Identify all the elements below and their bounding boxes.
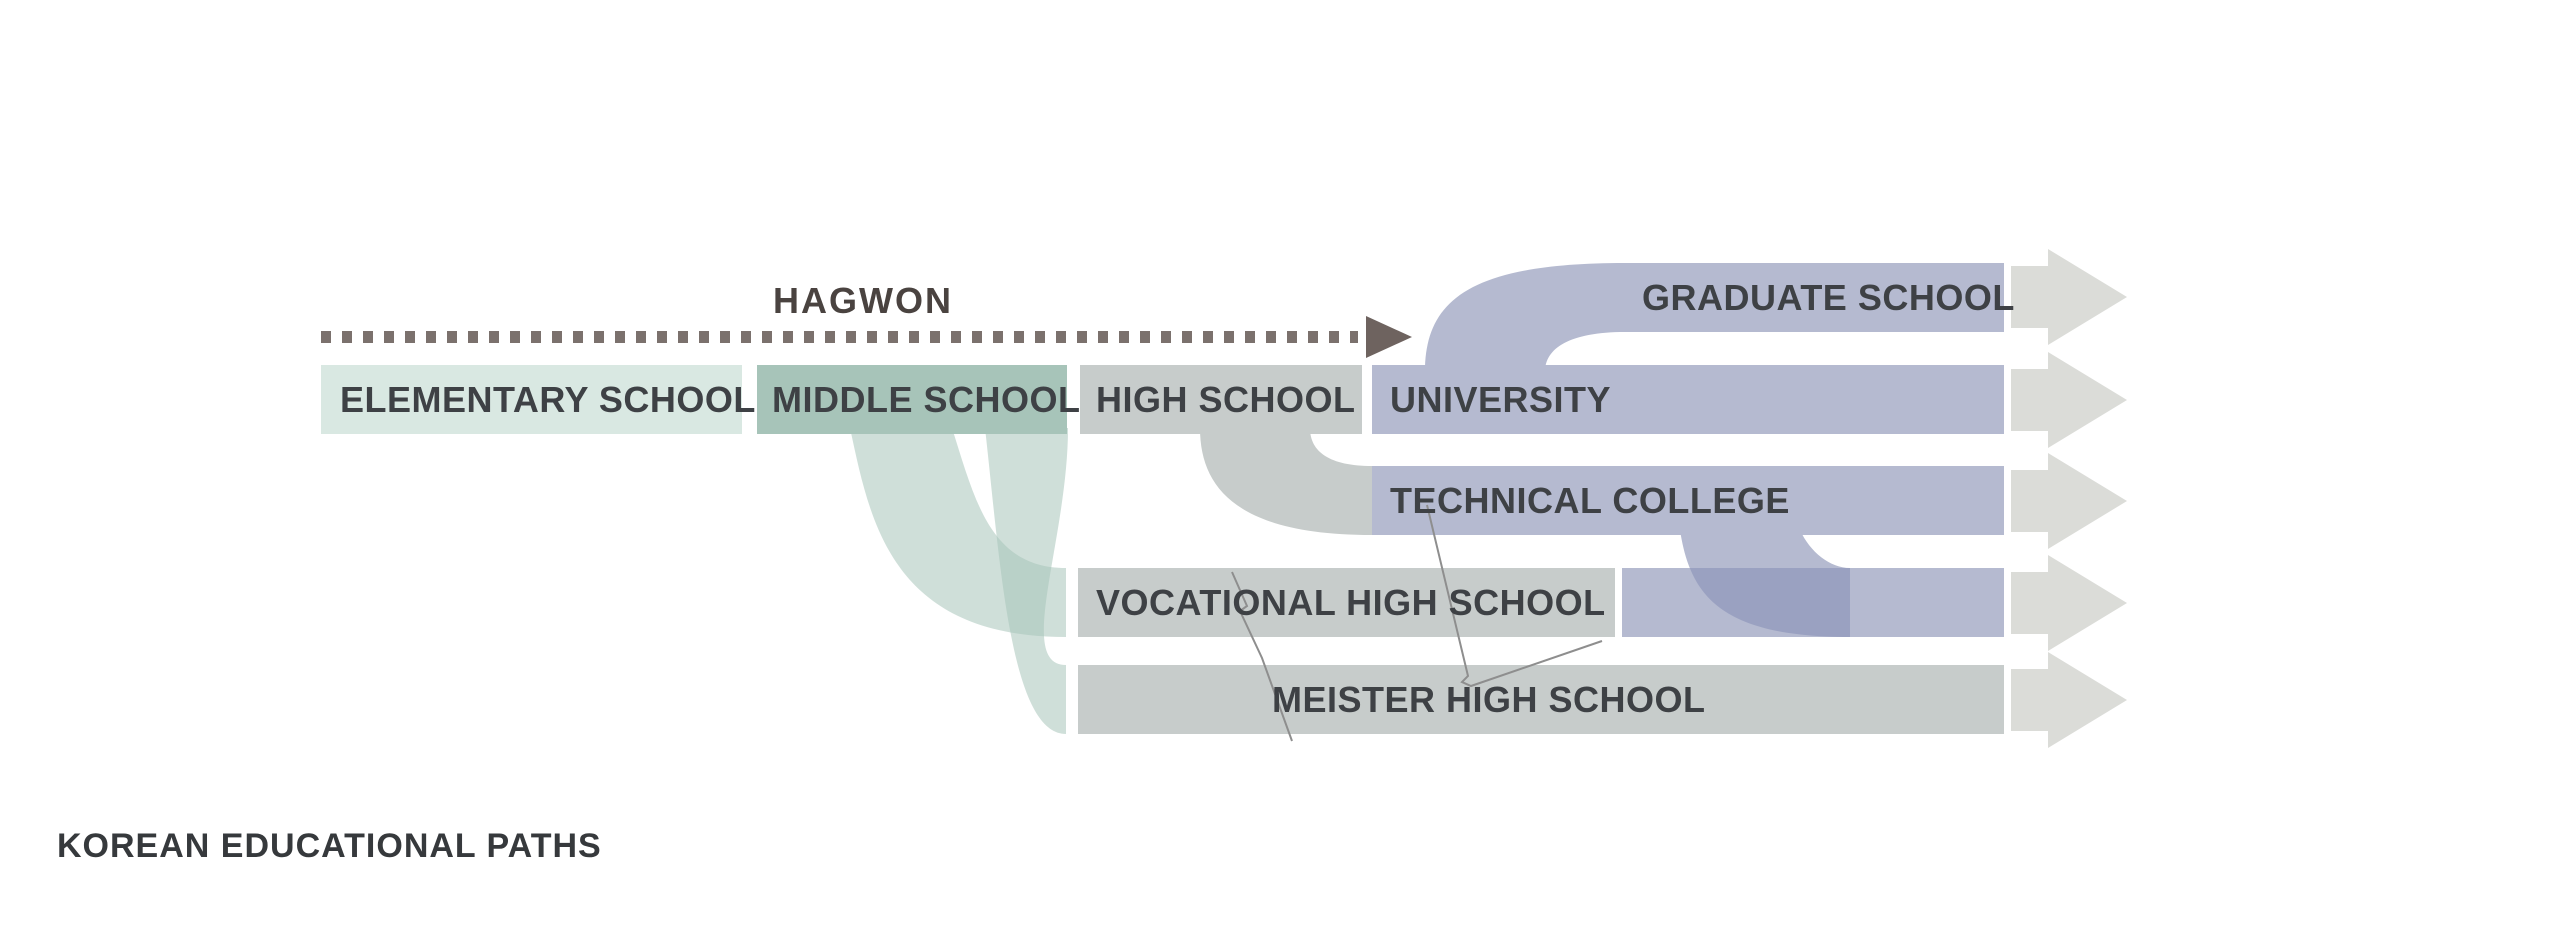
flow-university-to-graduate bbox=[1425, 263, 1625, 372]
band-graduate-school bbox=[1625, 263, 2004, 332]
flow-technical-overlap-shading bbox=[1689, 568, 1850, 637]
continuation-arrow-icon-meister bbox=[2011, 652, 2127, 748]
flow-middle-to-meister bbox=[985, 428, 1068, 734]
label-elementary-school: ELEMENTARY SCHOOL bbox=[340, 379, 756, 420]
hagwon-label: HAGWON bbox=[773, 280, 953, 321]
label-meister-high-school: MEISTER HIGH SCHOOL bbox=[1272, 679, 1706, 720]
leader-line-technical bbox=[1426, 504, 1603, 688]
band-technical-college bbox=[1372, 466, 2004, 535]
label-vocational-high-school: VOCATIONAL HIGH SCHOOL bbox=[1096, 582, 1606, 623]
band-meister-high-school bbox=[1078, 665, 2004, 734]
band-university bbox=[1372, 365, 2004, 434]
label-high-school: HIGH SCHOOL bbox=[1096, 379, 1356, 420]
band-middle-school bbox=[757, 365, 1067, 434]
continuation-arrow-icon-graduate bbox=[2011, 249, 2127, 345]
continuation-arrow-icon-technical bbox=[2011, 453, 2127, 549]
continuation-arrow-icon-vocational bbox=[2011, 555, 2127, 651]
label-university: UNIVERSITY bbox=[1390, 379, 1612, 420]
label-middle-school: MIDDLE SCHOOL bbox=[772, 379, 1081, 420]
label-graduate-school: GRADUATE SCHOOL bbox=[1642, 277, 2015, 318]
page-title: KOREAN EDUCATIONAL PATHS bbox=[57, 827, 602, 865]
band-high-school bbox=[1080, 365, 1362, 434]
flow-high-to-technical bbox=[1200, 428, 1372, 535]
band-vocational-high-school bbox=[1078, 568, 1615, 637]
leader-line-vocational bbox=[1231, 571, 1293, 742]
band-elementary-school bbox=[321, 365, 742, 434]
continuation-arrow-icon-university bbox=[2011, 352, 2127, 448]
label-technical-college: TECHNICAL COLLEGE bbox=[1390, 480, 1790, 521]
hagwon-arrowhead-icon bbox=[1366, 316, 1412, 358]
